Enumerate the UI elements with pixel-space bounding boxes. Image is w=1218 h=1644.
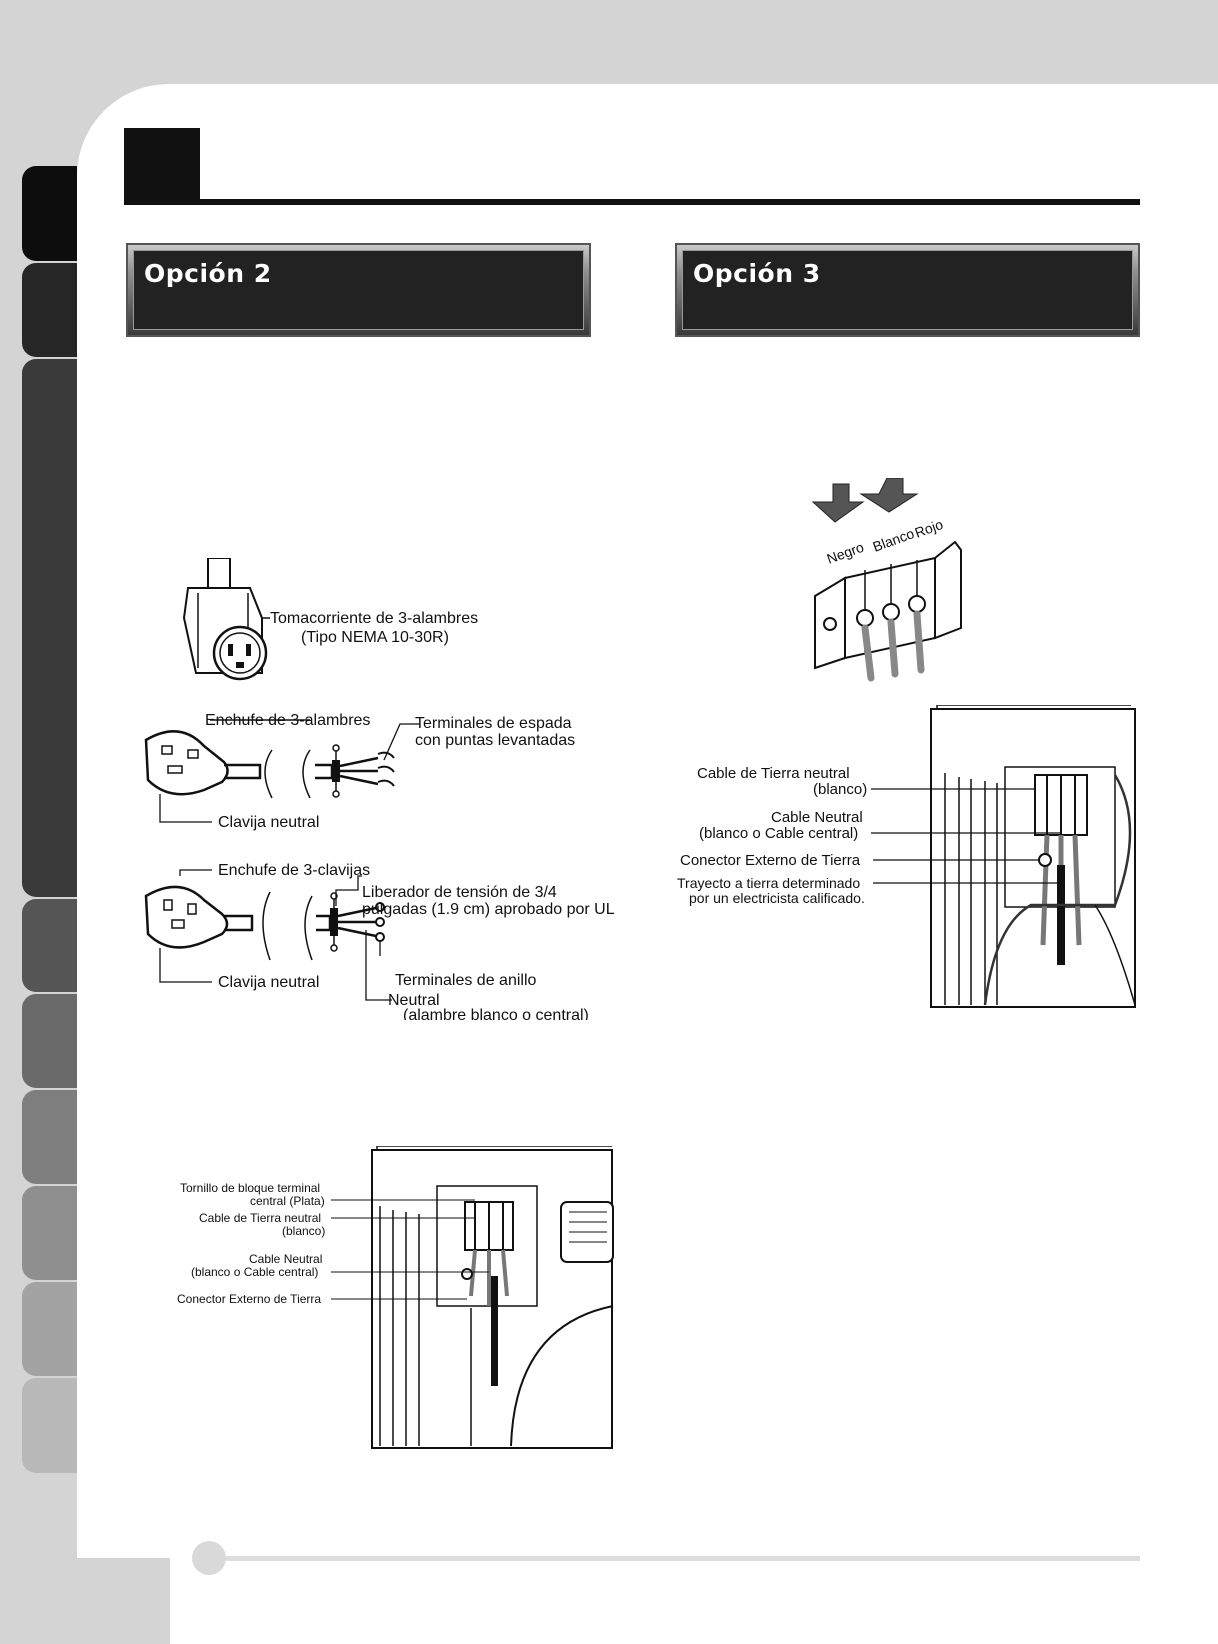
page-number-circle xyxy=(192,1541,226,1575)
outlet-figure: Tomacorriente de 3-alambres (Tipo NEMA 1… xyxy=(182,558,478,681)
plug-3pin-figure: Enchufe de 3-clavijas Liberador de tensi… xyxy=(144,862,615,1020)
dryer-back-option3-figure: Cable de Tierra neutral (blanco) Cable N… xyxy=(677,705,1136,1008)
opt2-ground-line2: (blanco) xyxy=(282,1224,325,1238)
opt3-ground-line1: Cable de Tierra neutral xyxy=(697,765,850,782)
neutral-pin-label-1: Clavija neutral xyxy=(218,814,319,831)
side-tab-3[interactable] xyxy=(22,359,77,897)
opt2-neutral-line1: Cable Neutral xyxy=(249,1252,322,1266)
opt3-neutral-line2: (blanco o Cable central) xyxy=(699,825,858,842)
footer-rule xyxy=(210,1556,1140,1561)
opt2-external-ground: Conector Externo de Tierra xyxy=(177,1292,321,1306)
outlet-label-line1: Tomacorriente de 3-alambres xyxy=(270,610,478,627)
wire-blanco-label: Blanco xyxy=(871,525,917,555)
plug-3pin-label: Enchufe de 3-clavijas xyxy=(218,862,370,879)
option-3-title: Opción 3 xyxy=(693,259,821,288)
opt3-path-line2: por un electricista calificado. xyxy=(689,890,865,906)
side-tab-2[interactable] xyxy=(22,263,77,357)
side-tab-6[interactable] xyxy=(22,1090,77,1184)
side-tab-1[interactable] xyxy=(22,166,77,261)
opt3-neutral-line1: Cable Neutral xyxy=(771,809,863,826)
side-tab-9[interactable] xyxy=(22,1378,77,1473)
section-header-block xyxy=(124,128,200,204)
wire-negro-label: Negro xyxy=(825,539,867,567)
opt3-external-ground: Conector Externo de Tierra xyxy=(680,852,861,869)
option-2-banner: Opción 2 xyxy=(126,243,591,337)
neutral-wire-line2: (alambre blanco o central) xyxy=(403,1007,589,1020)
neutral-wire-line1: Neutral xyxy=(388,992,440,1009)
terminals-spade-line2: con puntas levantadas xyxy=(415,732,575,749)
option-2-title: Opción 2 xyxy=(144,259,272,288)
opt3-path-line1: Trayecto a tierra determinado xyxy=(677,875,860,891)
opt3-ground-line2: (blanco) xyxy=(813,781,867,798)
plug-3wire-label: Enchufe de 3-alambres xyxy=(205,712,370,729)
option-3-banner: Opción 3 xyxy=(675,243,1140,337)
footer-white xyxy=(170,1558,1218,1644)
strain-relief-line2: pulgadas (1.9 cm) aprobado por UL xyxy=(362,901,615,918)
terminal-block-figure: Negro Blanco Rojo xyxy=(811,478,962,682)
opt2-screw-line2: central (Plata) xyxy=(250,1194,325,1208)
footer-strip xyxy=(0,1558,170,1644)
outlet-label-line2: (Tipo NEMA 10-30R) xyxy=(301,629,449,646)
terminals-spade-line1: Terminales de espada xyxy=(415,715,572,732)
wire-rojo-label: Rojo xyxy=(913,516,946,541)
side-tab-8[interactable] xyxy=(22,1282,77,1376)
strain-relief-line1: Liberador de tensión de 3/4 xyxy=(362,884,557,901)
opt2-screw-line1: Tornillo de bloque terminal xyxy=(180,1181,320,1195)
ring-terminals-label: Terminales de anillo xyxy=(395,972,537,989)
dryer-back-option2-figure: Tornillo de bloque terminal central (Pla… xyxy=(177,1146,614,1449)
opt2-neutral-line2: (blanco o Cable central) xyxy=(191,1265,318,1279)
opt2-ground-line1: Cable de Tierra neutral xyxy=(199,1211,321,1225)
side-tab-5[interactable] xyxy=(22,994,77,1088)
section-header-rule xyxy=(124,199,1140,205)
plug-3wire-figure: Enchufe de 3-alambres Terminales de espa… xyxy=(144,712,575,831)
side-tab-7[interactable] xyxy=(22,1186,77,1280)
side-tab-4[interactable] xyxy=(22,899,77,992)
neutral-pin-label-2: Clavija neutral xyxy=(218,974,319,991)
